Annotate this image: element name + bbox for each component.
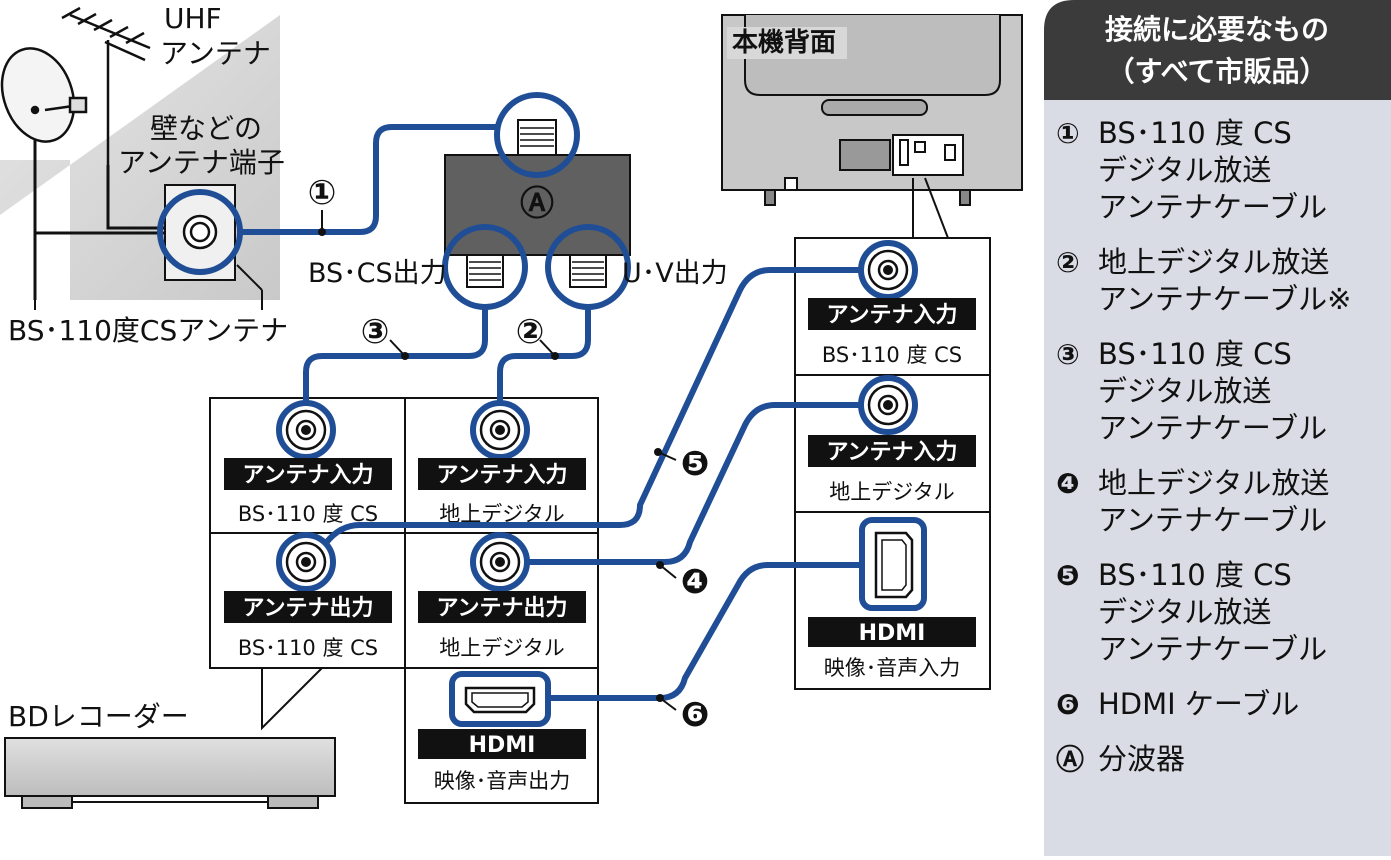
dish-wire [33,215,170,235]
cable-1-marker: ① [308,173,337,213]
cable-5-marker: ❺ [681,444,710,484]
legend-item-3-line-3: アンテナケーブル [1098,411,1327,445]
legend-title-1: 接続に必要なもの [1105,13,1329,46]
cable-4 [524,402,864,565]
rec-bs-out-caption: BS･110 度 CS [238,636,378,660]
uhf-antenna-label-1: UHF [164,2,222,35]
rec-tr-out-caption: 地上デジタル [439,636,565,660]
legend-item-4-marker: ❹ [1056,467,1080,500]
legend-item-2-marker: ② [1056,246,1080,279]
cable-2 [497,304,591,406]
tv-hdmi-label: HDMI [859,621,926,646]
splitter-input-highlight [494,92,580,178]
legend-item-3-line-2: デジタル放送 [1098,374,1271,408]
tv-bs-in-connector-icon [858,240,918,300]
cable-3 [303,304,488,406]
legend-item-2-line-1: 地上デジタル放送 [1098,245,1329,279]
recorder-label: BDレコーダー [8,700,189,733]
wall-terminal-label-1: 壁などの [150,112,262,145]
rec-tr-out-label: アンテナ出力 [436,596,567,621]
wall-terminal-label-2: アンテナ端子 [118,146,285,179]
cable-4-marker: ❹ [681,562,710,602]
legend-title-2: （すべて市販品） [1107,55,1328,88]
legend-item-2-line-2: アンテナケーブル※ [1098,282,1351,316]
legend-item-3-line-1: BS･110 度 CS [1098,337,1292,371]
legend-item-5-line-2: デジタル放送 [1098,595,1271,629]
tv-bs-in-caption: BS･110 度 CS [822,343,962,367]
legend-item-7-line-1: 分波器 [1098,742,1185,776]
cable-3-marker: ③ [361,312,390,352]
legend-item-1-line-1: BS･110 度 CS [1098,116,1292,150]
legend-item-3-marker: ③ [1056,338,1080,371]
legend-item-7-marker: Ⓐ [1056,743,1084,776]
tv-tr-in-connector-icon [858,375,918,435]
tv-rear-label: 本機背面 [732,28,836,58]
tv-hdmi-caption: 映像･音声入力 [824,656,961,680]
uhf-wire [106,165,170,230]
legend-item-1-line-3: アンテナケーブル [1098,190,1327,224]
rec-bs-out-label: アンテナ出力 [242,596,373,621]
rec-bs-in-connector-icon [276,400,336,460]
splitter-uv-out-label: U･V出力 [622,258,728,289]
rec-tr-in-label: アンテナ入力 [436,463,567,488]
legend-panel [1044,0,1391,856]
uhf-antenna-icon [61,6,151,165]
legend-item-5-marker: ❺ [1056,559,1080,592]
rec-tr-out-connector-icon [470,532,530,592]
tv-tr-in-caption: 地上デジタル [829,480,955,504]
bs-antenna-label: BS･110度CSアンテナ [8,314,288,347]
legend-item-1-line-2: デジタル放送 [1098,153,1271,187]
rec-bs-in-label: アンテナ入力 [242,463,373,488]
legend-item-4-line-2: アンテナケーブル [1098,503,1327,537]
rec-hdmi-caption: 映像･音声出力 [434,769,571,793]
cable-6 [548,562,862,701]
cable-5 [323,267,864,546]
legend-item-4-line-1: 地上デジタル放送 [1098,466,1329,500]
splitter-marker: Ⓐ [520,184,554,224]
tv-bs-in-label: アンテナ入力 [826,303,957,328]
tv-tr-in-label: アンテナ入力 [826,440,957,465]
legend-item-1-marker: ① [1056,117,1080,150]
cable-1 [237,124,500,235]
rec-bs-out-connector-icon [276,532,336,592]
rec-tr-in-connector-icon [470,400,530,460]
bd-recorder-icon [4,737,336,809]
splitter-bs-out-label: BS･CS出力 [308,258,447,289]
splitter-box [442,92,631,310]
legend-item-6-line-1: HDMI ケーブル [1098,687,1299,721]
cable-2-marker: ② [516,312,545,352]
legend-item-5-line-3: アンテナケーブル [1098,632,1327,666]
uhf-antenna-label-2: アンテナ [160,37,271,70]
rec-hdmi-label: HDMI [469,733,536,758]
legend-item-5-line-1: BS･110 度 CS [1098,558,1292,592]
rec-bs-in-caption: BS･110 度 CS [238,502,378,526]
legend-item-6-marker: ❻ [1056,688,1080,721]
tv-hdmi-connector-icon [859,517,927,611]
wall-terminal-leader [236,264,263,291]
cable-6-marker: ❻ [681,695,710,735]
wall-antenna-terminal [157,184,243,281]
recorder-callout [261,667,323,731]
rec-hdmi-connector-icon [449,671,551,727]
bs-dish-antenna-icon [0,47,88,300]
